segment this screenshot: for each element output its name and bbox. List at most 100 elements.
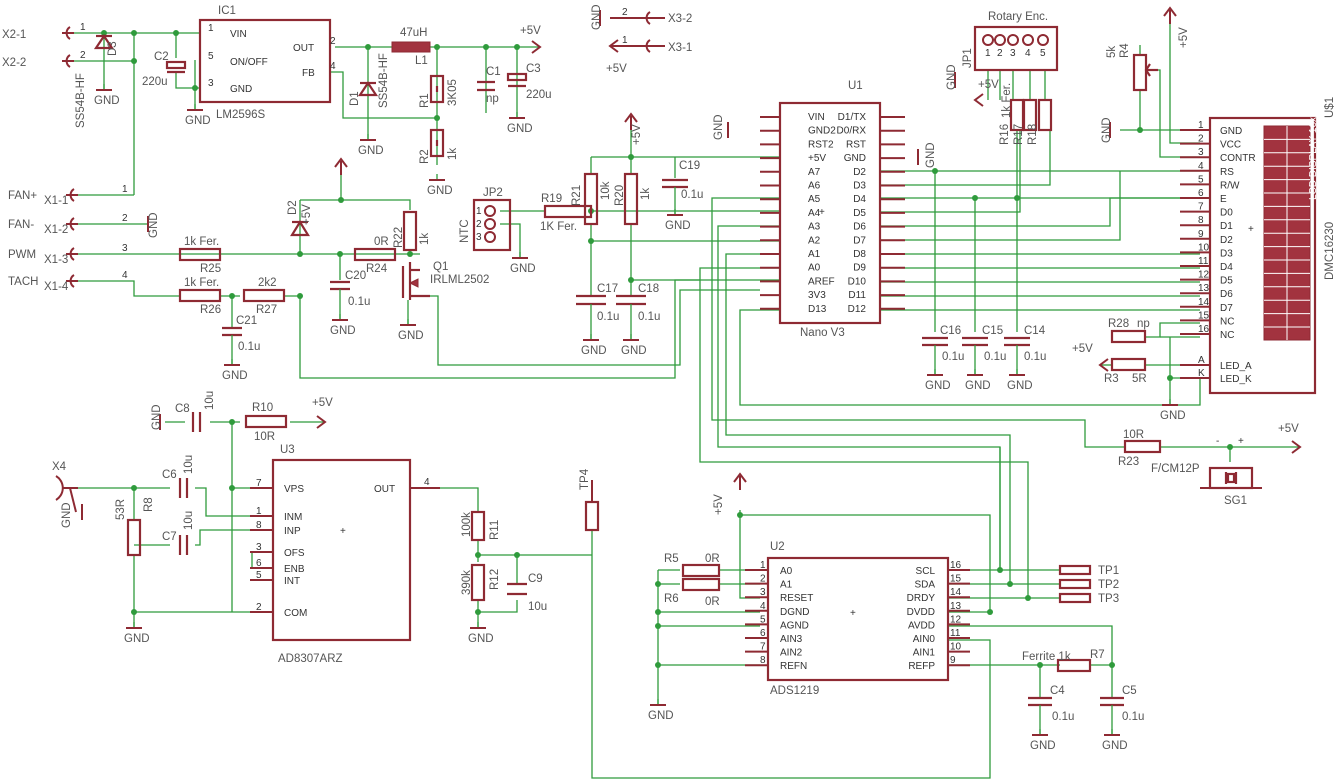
u1-pin-label: D11 <box>848 290 866 301</box>
svg-text:R19: R19 <box>541 193 562 205</box>
svg-text:X2-1: X2-1 <box>2 29 26 41</box>
u1-pin-label: D12 <box>848 304 867 315</box>
r10-resistor: R10 10R <box>244 402 288 443</box>
svg-text:R28: R28 <box>1108 318 1129 330</box>
u1-pin-label: D2 <box>853 167 866 178</box>
svg-text:3: 3 <box>208 78 214 89</box>
gnd-label: GND <box>1102 740 1128 752</box>
r19-resistor: R19 1K Fer. <box>540 193 593 233</box>
svg-text:D2: D2 <box>287 200 299 215</box>
svg-text:X1-4: X1-4 <box>44 281 69 293</box>
svg-text:1k Fer.: 1k Fer. <box>184 236 219 248</box>
svg-text:0R: 0R <box>705 553 720 565</box>
c20-capacitor: C20 0.1u <box>330 270 370 320</box>
svg-text:C9: C9 <box>528 573 543 585</box>
u3-pin-number: 8 <box>256 520 262 531</box>
svg-text:10u: 10u <box>528 601 547 613</box>
lcd-pin-number: A <box>1198 355 1205 366</box>
u3-ad8307: U3 AD8307ARZ + VPS7INM1INP8OFS3ENB6INT5C… <box>250 444 440 665</box>
svg-text:X4: X4 <box>52 461 67 473</box>
svg-text:U$1: U$1 <box>1324 97 1336 118</box>
u2-pin-number: 3 <box>760 587 766 598</box>
svg-text:R4: R4 <box>1119 43 1131 58</box>
gnd-label: GND <box>510 263 536 275</box>
svg-text:3: 3 <box>476 232 482 243</box>
svg-text:U3: U3 <box>280 444 295 456</box>
u1-pin-label: D5 <box>853 208 866 219</box>
u1-pin-label: A4 <box>808 208 821 219</box>
svg-text:C18: C18 <box>638 283 659 295</box>
r22-resistor: R22 1k <box>393 210 431 252</box>
svg-text:R1: R1 <box>419 93 431 108</box>
svg-text:D1: D1 <box>349 91 361 106</box>
r12-resistor: 390k R12 <box>461 563 501 602</box>
u2-pin-number: 14 <box>950 587 962 598</box>
svg-text:1: 1 <box>476 206 482 217</box>
d1-diode: D1 SS54B-HF <box>349 53 390 108</box>
vcc-arrow <box>1291 440 1302 454</box>
svg-text:R2: R2 <box>419 149 431 164</box>
tp1-tp3-testpoints: TP1 TP2 TP3 <box>1058 564 1119 605</box>
svg-text:np: np <box>486 93 499 105</box>
svg-text:U1: U1 <box>848 80 863 92</box>
vcc-arrow <box>733 472 747 483</box>
svg-text:Q1: Q1 <box>433 261 448 273</box>
vcc-arrow <box>334 157 348 168</box>
l1-inductor: 47uH L1 <box>391 27 431 67</box>
u3-pin-number: 2 <box>256 602 262 613</box>
lcd-pin-label: VCC <box>1220 140 1241 151</box>
vcc-label: +5V <box>312 397 333 409</box>
u2-pin-label: AIN3 <box>780 634 803 645</box>
u3-pin-number: 3 <box>256 542 262 553</box>
c7-capacitor: C7 10u <box>162 511 195 555</box>
svg-text:C2: C2 <box>154 51 169 63</box>
u2-pin-number: 2 <box>760 574 766 585</box>
svg-text:10R: 10R <box>254 431 275 443</box>
svg-text:1k: 1k <box>447 148 459 160</box>
u1-pin-label: AREF <box>808 276 835 287</box>
u1-pin-label: 3V3 <box>808 290 826 301</box>
svg-text:10R: 10R <box>1123 429 1144 441</box>
svg-text:PWM: PWM <box>8 249 36 261</box>
lcd-pin-number: 2 <box>1198 134 1204 145</box>
svg-text:X1-1: X1-1 <box>44 195 68 207</box>
vcc-arrow <box>608 39 619 53</box>
d3-diode: D3 SS54B-HF <box>75 34 119 128</box>
svg-text:C8: C8 <box>175 403 190 415</box>
svg-text:R26: R26 <box>200 304 221 316</box>
u1-pin-label: GND2 <box>808 126 836 137</box>
svg-text:1K Fer.: 1K Fer. <box>540 221 577 233</box>
svg-text:+: + <box>340 526 346 537</box>
lcd-pin-label: E <box>1220 194 1227 205</box>
gnd-label: GND <box>94 95 120 107</box>
lcd-pin-label: D0 <box>1220 208 1233 219</box>
svg-text:R25: R25 <box>200 263 221 275</box>
svg-text:R22: R22 <box>393 227 405 248</box>
gnd-label: GND <box>965 380 991 392</box>
gnd-label: GND <box>713 114 725 140</box>
svg-text:DMC16230: DMC16230 <box>1324 222 1336 280</box>
svg-text:0.1u: 0.1u <box>984 351 1006 363</box>
svg-text:C4: C4 <box>1050 685 1065 697</box>
vcc-label: +5V <box>1278 423 1299 435</box>
svg-text:10u: 10u <box>183 455 195 474</box>
c8-capacitor: C8 10u <box>175 391 216 432</box>
u1-pin-label: D8 <box>853 249 866 260</box>
r25-resistor: 1k Fer. R25 <box>178 236 221 275</box>
u2-pin-label: AIN2 <box>780 648 803 659</box>
svg-text:1: 1 <box>122 184 128 195</box>
lcd-pin-label: D4 <box>1220 262 1233 273</box>
vcc-arrow <box>624 112 638 123</box>
svg-text:TP4: TP4 <box>579 468 591 490</box>
svg-text:C5: C5 <box>1122 685 1137 697</box>
gnd-label: GND <box>1101 117 1113 143</box>
u2-pin-label: SDA <box>914 580 935 591</box>
lcd-pin-label: D6 <box>1220 289 1233 300</box>
u1-pin-label: D13 <box>808 304 827 315</box>
r24-resistor: 0R R24 <box>353 236 397 275</box>
svg-text:0.1u: 0.1u <box>1024 351 1046 363</box>
svg-text:5R: 5R <box>1132 373 1147 385</box>
gnd-label: GND <box>507 123 533 135</box>
